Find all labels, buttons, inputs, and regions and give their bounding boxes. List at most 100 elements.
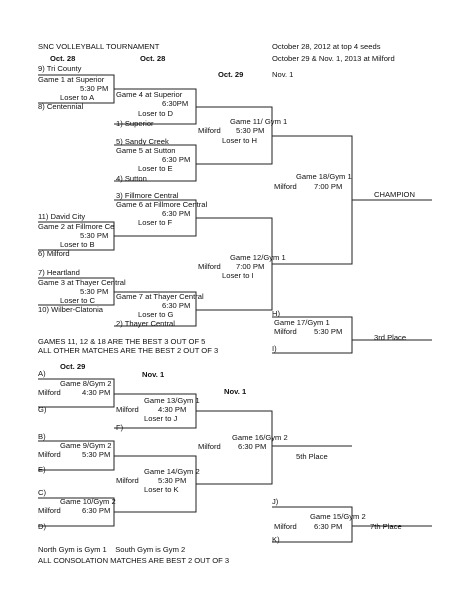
game-13-title: Game 13/Gym 1 <box>144 396 200 405</box>
team-tri-county: 9) Tri County <box>38 64 82 73</box>
slot-d: D) <box>38 522 47 531</box>
game-18-title: Game 18/Gym 1 <box>296 172 352 181</box>
team-thayer-central: 2) Thayer Central <box>116 319 175 328</box>
slot-k: K) <box>272 535 280 544</box>
game-8-time: 4:30 PM <box>82 388 111 397</box>
slot-f: F) <box>116 423 124 432</box>
game-16-site: Milford <box>198 442 221 451</box>
tournament-title: SNC VOLLEYBALL TOURNAMENT <box>38 42 160 51</box>
game-13-time: 4:30 PM <box>158 405 187 414</box>
game-8-title: Game 8/Gym 2 <box>60 379 112 388</box>
game-17-time: 5:30 PM <box>314 327 343 336</box>
champion-label: CHAMPION <box>374 190 415 199</box>
date-oct28-col2: Oct. 28 <box>140 54 166 63</box>
game-9-time: 5:30 PM <box>82 450 111 459</box>
seventh-place-label: 7th Place <box>370 522 402 531</box>
game-1-time: 5:30 PM <box>80 84 109 93</box>
game-7-loser: Loser to G <box>138 310 174 319</box>
slot-a: A) <box>38 369 46 378</box>
team-superior: 1) Superior <box>116 119 154 128</box>
game-3-time: 5:30 PM <box>80 287 109 296</box>
game-12-loser: Loser to I <box>222 271 254 280</box>
slot-c: C) <box>38 488 47 497</box>
game-12-title: Game 12/Gym 1 <box>230 253 286 262</box>
date-line-2: October 29 & Nov. 1, 2013 at Milford <box>272 54 395 63</box>
game-8-site: Milford <box>38 388 61 397</box>
game-5-title: Game 5 at Sutton <box>116 146 176 155</box>
team-wilber-clatonia: 10) Wilber-Clatonia <box>38 305 103 314</box>
game-18-site: Milford <box>274 182 297 191</box>
cons-date-oct29: Oct. 29 <box>60 362 86 371</box>
date-line-1: October 28, 2012 at top 4 seeds <box>272 42 381 51</box>
game-10-time: 6:30 PM <box>82 506 111 515</box>
slot-j: J) <box>272 497 279 506</box>
game-6-title: Game 6 at Fillmore Central <box>116 200 208 209</box>
cons-date-nov1-a: Nov. 1 <box>142 370 165 379</box>
game-3-title: Game 3 at Thayer Central <box>38 278 126 287</box>
game-11-site: Milford <box>198 126 221 135</box>
game-14-time: 5:30 PM <box>158 476 187 485</box>
note-consolation: ALL CONSOLATION MATCHES ARE BEST 2 OUT O… <box>38 556 230 565</box>
game-7-time: 6:30 PM <box>162 301 191 310</box>
note-gyms: North Gym is Gym 1 South Gym is Gym 2 <box>38 545 186 554</box>
third-place-label: 3rd Place <box>374 333 407 342</box>
game-15-title: Game 15/Gym 2 <box>310 512 366 521</box>
game-14-site: Milford <box>116 476 139 485</box>
date-nov1: Nov. 1 <box>272 70 294 79</box>
game-10-site: Milford <box>38 506 61 515</box>
game-13-site: Milford <box>116 405 139 414</box>
game-14-title: Game 14/Gym 2 <box>144 467 200 476</box>
game-2-title: Game 2 at Fillmore Ce <box>38 222 115 231</box>
game-11-time: 5:30 PM <box>236 126 265 135</box>
game-13-loser: Loser to J <box>144 414 178 423</box>
game-2-loser: Loser to B <box>60 240 95 249</box>
team-centennial: 8) Centennial <box>38 102 84 111</box>
game-1-title: Game 1 at Superior <box>38 75 105 84</box>
game-7-title: Game 7 at Thayer Central <box>116 292 204 301</box>
game-16-time: 6:30 PM <box>238 442 267 451</box>
slot-b: B) <box>38 432 46 441</box>
game-2-time: 5:30 PM <box>80 231 109 240</box>
slot-e: E) <box>38 465 46 474</box>
slot-i: I) <box>272 344 277 353</box>
game-12-site: Milford <box>198 262 221 271</box>
team-heartland: 7) Heartland <box>38 268 80 277</box>
game-1-loser: Loser to A <box>60 93 95 102</box>
note-best-of-5: GAMES 11, 12 & 18 ARE THE BEST 3 OUT OF … <box>38 337 206 346</box>
game-17-site: Milford <box>274 327 297 336</box>
game-4-time: 6:30PM <box>162 99 189 108</box>
game-5-loser: Loser to E <box>138 164 173 173</box>
game-11-title: Game 11/ Gym 1 <box>230 117 288 126</box>
game-16-title: Game 16/Gym 2 <box>232 433 288 442</box>
team-david-city: 11) David City <box>38 212 86 221</box>
team-sutton: 4) Sutton <box>116 174 147 183</box>
game-3-loser: Loser to C <box>60 296 96 305</box>
game-6-loser: Loser to F <box>138 218 173 227</box>
date-oct29: Oct. 29 <box>218 70 244 79</box>
fifth-place-label: 5th Place <box>296 452 328 461</box>
game-4-title: Game 4 at Superior <box>116 90 183 99</box>
game-11-loser: Loser to H <box>222 136 258 145</box>
slot-h: H) <box>272 309 281 318</box>
game-9-title: Game 9/Gym 2 <box>60 441 112 450</box>
slot-g: G) <box>38 405 47 414</box>
team-sandy-creek: 5) Sandy Creek <box>116 137 169 146</box>
game-12-time: 7:00 PM <box>236 262 265 271</box>
cons-date-nov1-b: Nov. 1 <box>224 387 247 396</box>
game-9-site: Milford <box>38 450 61 459</box>
team-milford: 6) Milford <box>38 249 70 258</box>
game-15-time: 6:30 PM <box>314 522 343 531</box>
game-15-site: Milford <box>274 522 297 531</box>
team-fillmore-central: 3) Fillmore Central <box>116 191 179 200</box>
note-best-of-3: ALL OTHER MATCHES ARE THE BEST 2 OUT OF … <box>38 346 219 355</box>
game-14-loser: Loser to K <box>144 485 179 494</box>
game-4-loser: Loser to D <box>138 109 174 118</box>
game-6-time: 6:30 PM <box>162 209 191 218</box>
game-17-title: Game 17/Gym 1 <box>274 318 330 327</box>
game-18-time: 7:00 PM <box>314 182 343 191</box>
date-oct28-col1: Oct. 28 <box>50 54 76 63</box>
game-10-title: Game 10/Gym 2 <box>60 497 116 506</box>
game-5-time: 6:30 PM <box>162 155 191 164</box>
